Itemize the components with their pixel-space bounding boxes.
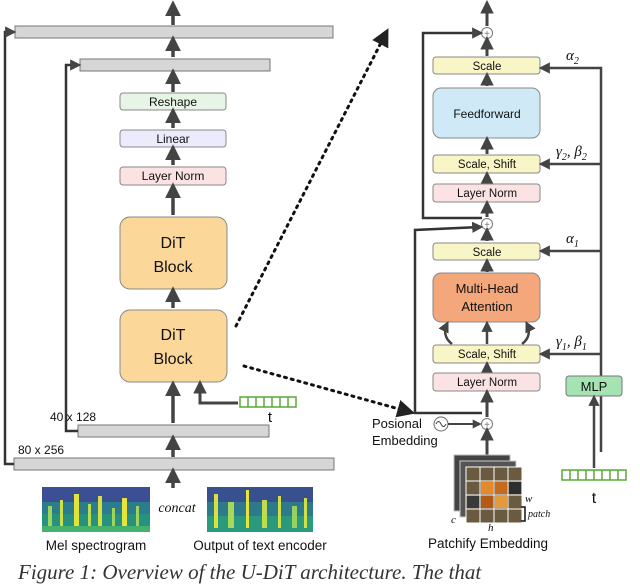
scale-shift-top-label: Scale, Shift: [458, 159, 517, 171]
t-token-row: [239, 396, 297, 408]
dit-block-bottom-line2: Block: [153, 351, 193, 368]
bar-40x128: [77, 424, 270, 438]
t-token-row-right: [561, 469, 627, 481]
residual-bottom: [413, 221, 484, 415]
t-label-right: t: [592, 490, 597, 507]
dim-40-label: 40 x 128: [50, 410, 96, 424]
layer-norm-bottom-label: Layer Norm: [457, 377, 517, 389]
dit-block-bottom-line1: DiT: [161, 327, 186, 344]
scale-mid-label: Scale: [473, 247, 502, 259]
skip-bar-40: [79, 58, 271, 72]
sine-wave-glyph: [435, 421, 447, 427]
zoom-connector-bottom: [242, 364, 416, 418]
text-encoder-label: Output of text encoder: [193, 538, 327, 553]
h-label: h: [488, 522, 494, 534]
mel-spectrogram-image: [42, 487, 150, 532]
add-sign-mid: +: [484, 220, 490, 231]
arrow-q: [438, 320, 453, 345]
arrow-v: [521, 320, 536, 345]
right-panel: + Scale Feedforward Scale, Shift Layer N…: [372, 0, 627, 551]
mha-line2: Attention: [461, 299, 512, 314]
zoom-connector-top: [234, 28, 389, 328]
t-to-dit-arrow: [193, 379, 238, 405]
patchify-label: Patchify Embedding: [428, 536, 548, 551]
text-encoder-image: [207, 487, 313, 532]
skip-bar-80: [14, 25, 334, 39]
add-sign-top: +: [484, 29, 490, 40]
mha-line1: Multi-Head: [456, 281, 519, 296]
scale-top-label: Scale: [473, 61, 502, 73]
mel-label: Mel spectrogram: [46, 538, 147, 553]
bar-80x256: [13, 457, 335, 471]
dit-block-top-line1: DiT: [161, 235, 186, 252]
dit-block-top: [119, 216, 228, 290]
add-sign-bottom: +: [484, 420, 490, 431]
layer-norm-top-label: Layer Norm: [457, 188, 517, 200]
patch-label: patch: [527, 509, 550, 520]
mlp-label: MLP: [581, 379, 608, 394]
t-label-left: t: [268, 409, 273, 426]
pos-emb-line2: Embedding: [372, 433, 438, 448]
linear-label: Linear: [156, 132, 189, 146]
gamma1-beta1-label: γ1, β1: [556, 334, 587, 353]
gamma2-beta2-label: γ2, β2: [556, 144, 587, 163]
patch-brace: [521, 506, 526, 522]
patch-stack-image: [453, 454, 523, 524]
skip-connection-40: [64, 59, 82, 433]
dim-80-label: 80 x 256: [18, 443, 64, 457]
alpha1-label: α1: [566, 231, 579, 250]
alpha2-label: α2: [566, 48, 579, 67]
residual-top: [421, 27, 484, 220]
dit-block-top-line2: Block: [153, 259, 193, 276]
concat-label: concat: [158, 501, 196, 516]
pos-emb-line1: Posional: [372, 416, 422, 431]
dit-block-bottom: [119, 309, 228, 383]
cond-line-alpha2: [538, 62, 603, 452]
layer-norm-label: Layer Norm: [142, 169, 205, 183]
feedforward-label: Feedforward: [453, 107, 520, 121]
left-panel: Reshape Linear Layer Norm DiT Block DiT …: [3, 0, 335, 553]
c-label: c: [451, 514, 456, 526]
figure-caption: Figure 1: Overview of the U-DiT architec…: [18, 560, 482, 584]
reshape-label: Reshape: [149, 95, 197, 109]
skip-connection-80: [3, 26, 17, 466]
scale-shift-bottom-label: Scale, Shift: [458, 349, 517, 361]
w-label: w: [525, 493, 533, 505]
